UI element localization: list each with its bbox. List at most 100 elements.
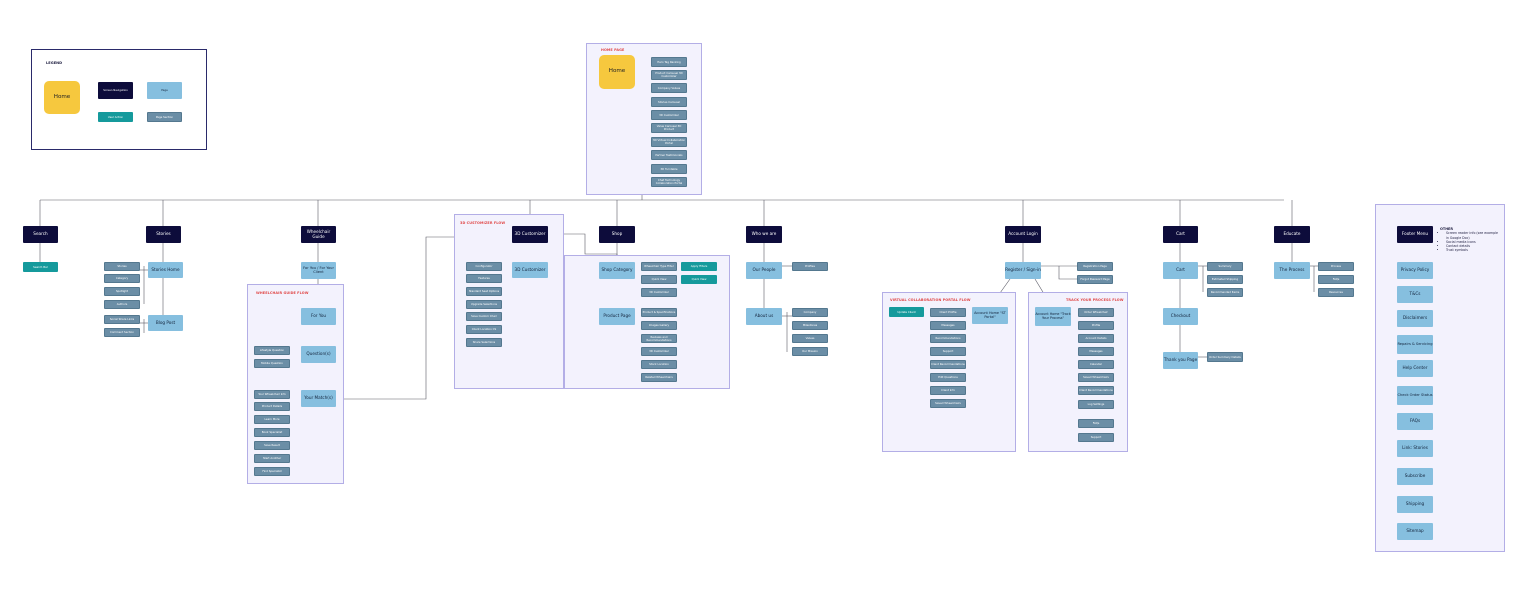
register-section: Registration Page xyxy=(1077,262,1113,271)
nav-educate[interactable]: Educate xyxy=(1274,226,1310,243)
stories-section: Authors xyxy=(104,300,140,309)
vcp-flow-title: VIRTUAL COLLABORATION PORTAL FLOW xyxy=(890,298,971,302)
guide-match-section: Learn More xyxy=(254,415,290,424)
customizer-section: Upgrade Selections xyxy=(466,300,502,309)
home-section: 3D Virtual Collaboration Portal xyxy=(651,137,687,147)
stories-section: Spotlight xyxy=(104,287,140,296)
vcp-section: Client Profile xyxy=(930,308,966,317)
footer-item[interactable]: Disclaimers xyxy=(1397,310,1433,327)
guide-match-section: Your Wheelchair Info xyxy=(254,390,290,399)
footer-other-item: Trust symbols xyxy=(1446,248,1500,252)
vcp-section: Support xyxy=(930,347,966,356)
vcp-section: Messages xyxy=(930,321,966,330)
footer-other-item: Screen reader info (see example in Googl… xyxy=(1446,231,1500,239)
cart-section: Summary xyxy=(1207,262,1243,271)
footer-item[interactable]: Shipping xyxy=(1397,496,1433,513)
product-page[interactable]: Product Page xyxy=(599,308,635,325)
guide-match-section: Book Specialist xyxy=(254,428,290,437)
legend-title: LEGEND xyxy=(46,61,63,65)
legend-screen: Screen Navigation xyxy=(98,82,133,99)
nav-stories[interactable]: Stories xyxy=(146,226,181,243)
the-process-page[interactable]: The Process xyxy=(1274,262,1310,279)
guide-questions-page[interactable]: Question(s) xyxy=(301,346,336,363)
nav-search[interactable]: Search xyxy=(23,226,58,243)
stories-section: Stories xyxy=(104,262,140,271)
track-section: Support xyxy=(1078,433,1114,442)
people-section: Profiles xyxy=(792,262,828,271)
our-people-page[interactable]: Our People xyxy=(746,262,782,279)
vcp-account-home-page[interactable]: Account Home "ST Portal" xyxy=(972,307,1008,324)
home-node[interactable]: Home xyxy=(599,55,635,89)
educate-section: FAQs xyxy=(1318,275,1354,284)
register-signin-page[interactable]: Register / Sign-in xyxy=(1005,262,1041,279)
footer-item[interactable]: T&Cs xyxy=(1397,286,1433,303)
shop-category-section: Wheelchair Type Filter xyxy=(641,262,677,271)
footer-item[interactable]: FAQs xyxy=(1397,413,1433,430)
guide-match-section: Product Details xyxy=(254,402,290,411)
product-section: 3D Customizer xyxy=(641,347,677,356)
about-section: Our Mission xyxy=(792,347,828,356)
guide-question-section: Mobile Question xyxy=(254,359,290,368)
thank-you-page[interactable]: Thank you Page xyxy=(1163,352,1198,369)
customizer-flow-title: 3D CUSTOMIZER FLOW xyxy=(460,221,506,225)
footer-item[interactable]: Help Center xyxy=(1397,360,1433,377)
about-section: Values xyxy=(792,334,828,343)
shop-category-section: Quick View xyxy=(641,275,677,284)
track-section: Saved Wheelchairs xyxy=(1078,373,1114,382)
cart-section: Estimated Shipping xyxy=(1207,275,1243,284)
home-section: Company Values xyxy=(651,83,687,93)
customizer-section: Share Selections xyxy=(466,338,502,347)
about-section: Company xyxy=(792,308,828,317)
footer-item[interactable]: Link: Stories xyxy=(1397,440,1433,457)
footer-other-notes: OTHER Screen reader info (see example in… xyxy=(1440,227,1500,252)
guide-flow-title: WHEELCHAIR GUIDE FLOW xyxy=(256,291,309,295)
quick-view-action[interactable]: Quick View xyxy=(681,275,717,284)
product-section: Related Wheelchairs xyxy=(641,373,677,382)
footer-item[interactable]: Repairs & Servicing xyxy=(1397,335,1433,354)
track-section: Log Settings xyxy=(1078,400,1114,409)
blog-post-page[interactable]: Blog Post xyxy=(148,315,183,331)
checkout-page[interactable]: Checkout xyxy=(1163,308,1198,325)
track-section: Calendar xyxy=(1078,360,1114,369)
customizer-page[interactable]: 3D Customizer xyxy=(512,262,548,278)
footer-item[interactable]: Subscribe xyxy=(1397,468,1433,485)
vcp-section: Saved Wheelchairs xyxy=(930,399,966,408)
update-client-action[interactable]: Update Client xyxy=(889,307,924,317)
customizer-section: Standard Seat Options xyxy=(466,287,502,296)
track-flow-title: TRACK YOUR PROCESS FLOW xyxy=(1066,298,1124,302)
nav-3d-customizer[interactable]: 3D Customizer xyxy=(512,226,548,243)
shop-category-page[interactable]: Shop Category xyxy=(599,262,635,279)
search-bar-action[interactable]: Search Bar xyxy=(23,262,58,272)
guide-for-you-client-page[interactable]: For You / For Your Client xyxy=(301,262,336,279)
nav-cart[interactable]: Cart xyxy=(1163,226,1198,243)
customizer-section: Configurator xyxy=(466,262,502,271)
home-section: Value Carousel 3D Product xyxy=(651,123,687,133)
nav-who-we-are[interactable]: Who we are xyxy=(746,226,782,243)
nav-account-login[interactable]: Account Login xyxy=(1005,226,1041,243)
nav-wheelchair-guide[interactable]: Wheelchair Guide xyxy=(301,226,336,243)
order-summary-section: Order Summary Details xyxy=(1207,352,1243,362)
shop-category-section: 3D Customizer xyxy=(641,288,677,297)
customizer-section: Client Location CS xyxy=(466,325,502,334)
nav-shop[interactable]: Shop xyxy=(599,226,635,243)
legend-user-action: User Action xyxy=(98,112,133,122)
cart-page[interactable]: Cart xyxy=(1163,262,1198,279)
vcp-section: Client Info xyxy=(930,386,966,395)
footer-item[interactable]: Sitemap xyxy=(1397,523,1433,540)
track-section: Profile xyxy=(1078,321,1114,330)
educate-section: Process xyxy=(1318,262,1354,271)
guide-for-you-page[interactable]: For You xyxy=(301,308,336,325)
footer-item[interactable]: Check Order Status xyxy=(1397,386,1433,405)
footer-menu-nav[interactable]: Footer Menu xyxy=(1397,226,1433,243)
stories-home-page[interactable]: Stories Home xyxy=(148,262,183,278)
home-section: Product Carousel 3D Customizer xyxy=(651,70,687,80)
vcp-section: Client Recommendations xyxy=(930,360,966,369)
footer-item[interactable]: Privacy Policy xyxy=(1397,262,1433,279)
about-us-page[interactable]: About us xyxy=(746,308,782,325)
apply-filters-action[interactable]: Apply Filters xyxy=(681,262,717,271)
guide-match-page[interactable]: Your Match(s) xyxy=(301,390,336,407)
home-section: 3D Customizer xyxy=(651,110,687,120)
product-section: Images Gallery xyxy=(641,321,677,330)
track-account-home-page[interactable]: Account Home "Track Your Process" xyxy=(1035,307,1071,326)
